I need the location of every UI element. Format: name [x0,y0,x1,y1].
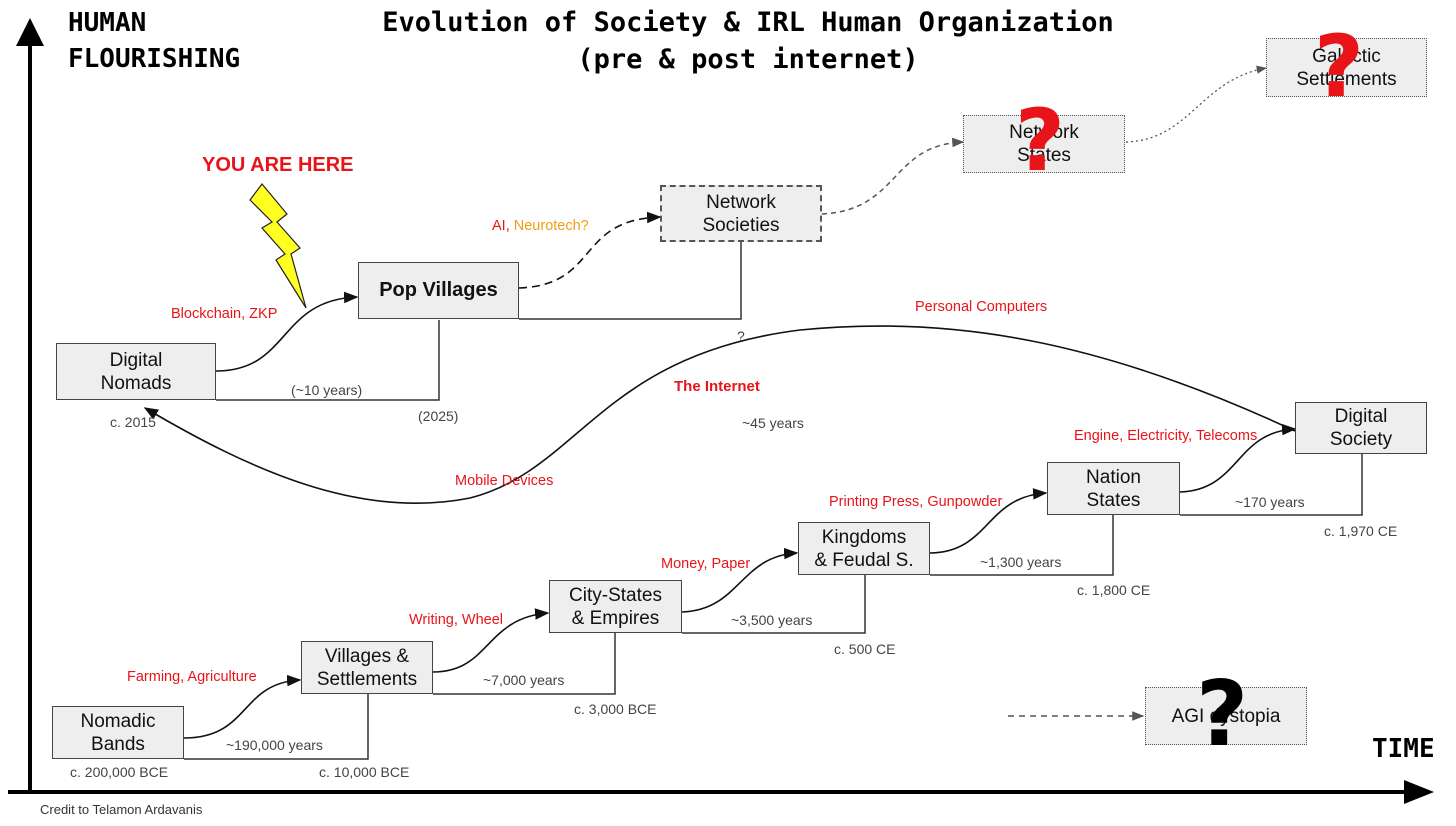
driver-neurotech: Neurotech? [513,218,589,234]
you-are-here-label: YOU ARE HERE [202,154,354,176]
duration-3500: ~3,500 years [731,612,813,628]
x-axis-label: TIME [1372,734,1435,764]
driver-engine: Engine, Electricity, Telecoms [1074,428,1258,444]
driver-printing: Printing Press, Gunpowder [829,494,1003,510]
date-pop-villages: (2025) [418,408,459,424]
y-axis-label: HUMAN FLOURISHING [68,8,241,74]
node-pop-villages: Pop Villages [358,262,519,319]
duration-190000: ~190,000 years [226,737,323,753]
date-nomadic-bands: c. 200,000 BCE [70,764,169,780]
credit-text: Credit to Telamon Ardavanis [40,802,203,817]
node-digital-nomads: Digital Nomads [56,343,216,400]
date-network-societies: ? [737,328,745,344]
node-network-societies: Network Societies [660,185,822,242]
driver-ai: AI [492,218,506,234]
driver-ai-neurotech: AI, Neurotech? [492,218,589,234]
transition-curves [143,291,1297,739]
duration-1300: ~1,300 years [980,554,1062,570]
node-galactic-settlements: Galactic Settlements [1266,38,1427,97]
duration-7000: ~7,000 years [483,672,565,688]
date-digital-nomads: c. 2015 [110,414,156,430]
dotted-link-galactic [1125,65,1268,143]
node-city-states-empires: City-States & Empires [549,580,682,633]
duration-45: ~45 years [742,415,804,431]
date-villages: c. 10,000 BCE [319,764,410,780]
driver-mobile: Mobile Devices [455,473,554,489]
question-mark-icon: ? [1196,662,1249,767]
driver-blockchain: Blockchain, ZKP [171,306,278,322]
date-nation-states: c. 1,800 CE [1077,582,1151,598]
node-nomadic-bands: Nomadic Bands [52,706,184,759]
driver-farming: Farming, Agriculture [127,669,257,685]
node-kingdoms-feudal: Kingdoms & Feudal S. [798,522,930,575]
duration-170: ~170 years [1235,494,1305,510]
date-city-states: c. 3,000 BCE [574,701,657,717]
timeline-connectors [184,242,1363,760]
page-title: Evolution of Society & IRL Human Organiz… [382,7,1114,75]
node-villages-settlements: Villages & Settlements [301,641,433,694]
question-mark-icon: ? [1314,17,1364,117]
lightning-bolt-icon [249,183,307,309]
y-axis-arrowhead [16,18,44,46]
dashed-link-network-societies [518,211,662,289]
node-network-states: Network States [963,115,1125,173]
node-agi-dystopia: AGI dystopia [1145,687,1307,745]
date-kingdoms: c. 500 CE [834,641,896,657]
duration-10: (~10 years) [291,382,363,398]
driver-money: Money, Paper [661,556,751,572]
x-axis-arrowhead [1404,780,1434,804]
date-digital-society: c. 1,970 CE [1324,523,1398,539]
driver-personal-computers: Personal Computers [915,299,1048,315]
driver-internet: The Internet [674,378,760,395]
driver-writing: Writing, Wheel [409,612,504,628]
node-nation-states: Nation States [1047,462,1180,515]
dashed-link-network-states [821,137,965,215]
node-digital-society: Digital Society [1295,402,1427,454]
question-mark-icon: ? [1015,91,1065,191]
driver-separator: , [505,218,514,234]
